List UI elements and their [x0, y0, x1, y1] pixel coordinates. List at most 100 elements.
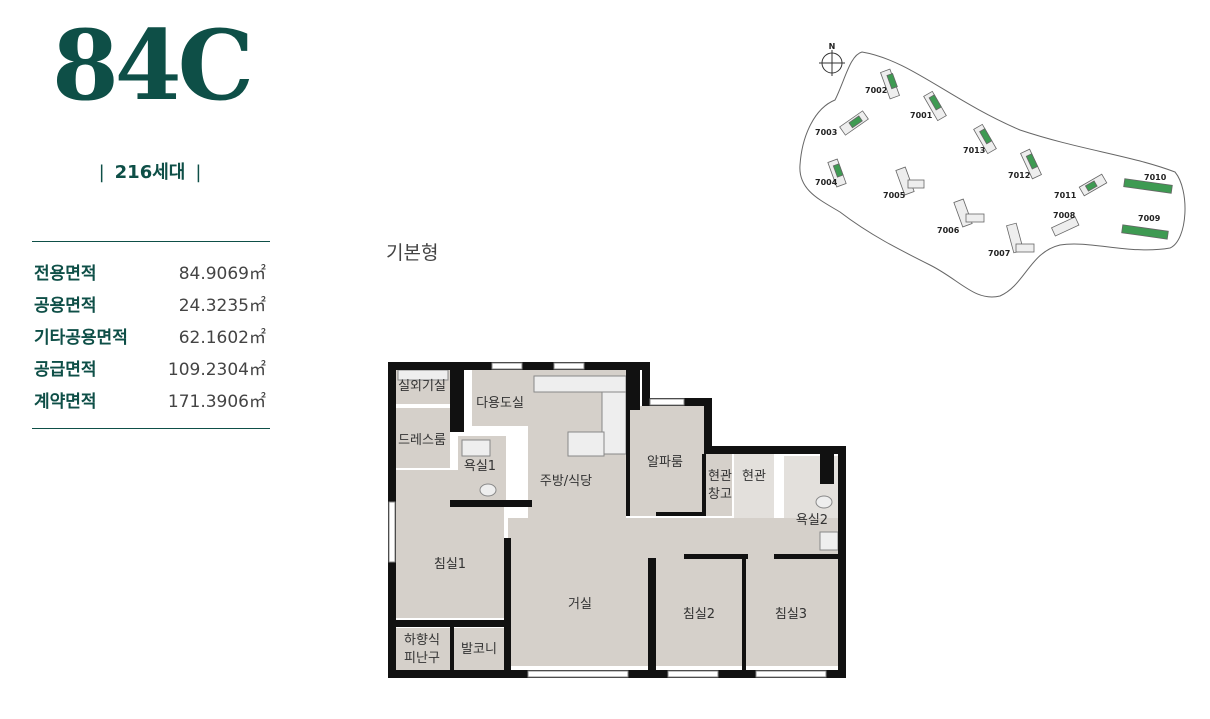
kitchen-counter-side — [601, 391, 627, 455]
label-kitchen: 주방/식당 — [540, 474, 592, 489]
label-bedroom2: 침실2 — [683, 607, 715, 622]
wall — [450, 500, 532, 507]
window — [388, 501, 396, 563]
window — [553, 362, 585, 370]
unit-type-title: 84C — [52, 9, 254, 122]
toilet-icon — [815, 495, 833, 509]
room-utility — [472, 370, 528, 426]
label-evac-1: 하향식 — [404, 633, 440, 648]
building-label-7008: 7008 — [1053, 211, 1076, 220]
wall — [704, 398, 712, 450]
label-alpha-room: 알파룸 — [647, 455, 683, 470]
building-label-7001: 7001 — [910, 111, 933, 120]
room-balcony — [454, 628, 504, 672]
wall — [838, 446, 846, 678]
building-label-7006: 7006 — [937, 226, 960, 235]
window — [491, 362, 523, 370]
north-arrow-icon: N — [819, 42, 845, 76]
window — [527, 670, 629, 678]
building-7006 — [953, 198, 985, 228]
household-count: |216세대| — [0, 158, 300, 184]
building-label-7007: 7007 — [988, 249, 1010, 258]
building-7003 — [839, 110, 869, 136]
area-table-bottom-rule — [32, 428, 270, 429]
building-label-7010: 7010 — [1144, 173, 1167, 182]
label-utility: 다용도실 — [476, 396, 524, 411]
building-7011 — [1078, 173, 1108, 197]
room-alpha — [628, 406, 704, 516]
wall — [504, 538, 511, 670]
household-count-text: 216세대 — [114, 162, 186, 183]
label-balcony: 발코니 — [461, 642, 497, 657]
wall — [642, 362, 650, 406]
label-dress-room: 드레스룸 — [398, 433, 446, 448]
site-boundary — [799, 51, 1186, 298]
wall — [396, 620, 506, 627]
wall — [450, 624, 454, 674]
label-entrance: 현관 — [742, 469, 766, 484]
building-label-7002: 7002 — [865, 86, 887, 95]
room-evac — [396, 628, 450, 672]
floor-plan: 실외기실 드레스룸 다용도실 욕실1 주방/식당 알파룸 현관 창고 현관 욕실… — [388, 362, 846, 678]
wall — [684, 554, 748, 559]
wall — [626, 370, 640, 410]
room-storage — [706, 454, 732, 516]
room-entrance — [734, 450, 774, 520]
building-7010 — [1123, 178, 1173, 194]
building-label-7003: 7003 — [815, 128, 837, 137]
room-dress — [396, 408, 450, 468]
wall — [626, 406, 630, 516]
building-label-7009: 7009 — [1138, 214, 1161, 223]
building-7005 — [895, 166, 925, 196]
kitchen-island — [567, 431, 605, 457]
sink-icon — [819, 531, 839, 551]
plan-type-label: 기본형 — [386, 242, 439, 264]
wall — [774, 554, 840, 559]
building-label-7013: 7013 — [963, 146, 985, 155]
room-living — [510, 538, 648, 666]
window — [649, 398, 685, 406]
label-bedroom3: 침실3 — [775, 607, 807, 622]
window — [755, 670, 827, 678]
label-bedroom1: 침실1 — [434, 557, 466, 572]
wall — [704, 446, 846, 454]
building-7012 — [1020, 148, 1042, 180]
label-outdoor-unit: 실외기실 — [398, 379, 446, 394]
label-living-room: 거실 — [568, 597, 592, 612]
wall — [648, 558, 656, 670]
wall — [702, 454, 706, 516]
kitchen-counter — [533, 375, 627, 393]
label-evac-2: 피난구 — [404, 651, 440, 666]
building-7007 — [1006, 222, 1035, 254]
north-label: N — [829, 42, 836, 51]
window — [667, 670, 719, 678]
room-bedroom2 — [656, 558, 742, 666]
label-entrance-storage-1: 현관 — [708, 469, 732, 484]
building-label-7012: 7012 — [1008, 171, 1030, 180]
label-bath1: 욕실1 — [464, 459, 496, 474]
divider-right: | — [195, 162, 202, 183]
wall — [742, 558, 746, 670]
bathtub-icon — [461, 439, 491, 457]
building-7004 — [827, 158, 847, 188]
area-table-top-rule — [32, 241, 270, 242]
label-entrance-storage-2: 창고 — [708, 487, 732, 502]
building-7008 — [1050, 216, 1080, 237]
toilet-icon — [479, 483, 497, 497]
building-label-7004: 7004 — [815, 178, 838, 187]
wall — [656, 512, 706, 516]
label-bath2: 욕실2 — [796, 513, 828, 528]
building-7001 — [923, 90, 947, 122]
building-7013 — [973, 123, 997, 155]
room-bedroom3 — [746, 558, 838, 666]
building-label-7011: 7011 — [1054, 191, 1077, 200]
wall — [820, 454, 834, 484]
building-label-7005: 7005 — [883, 191, 906, 200]
wall — [450, 370, 464, 432]
